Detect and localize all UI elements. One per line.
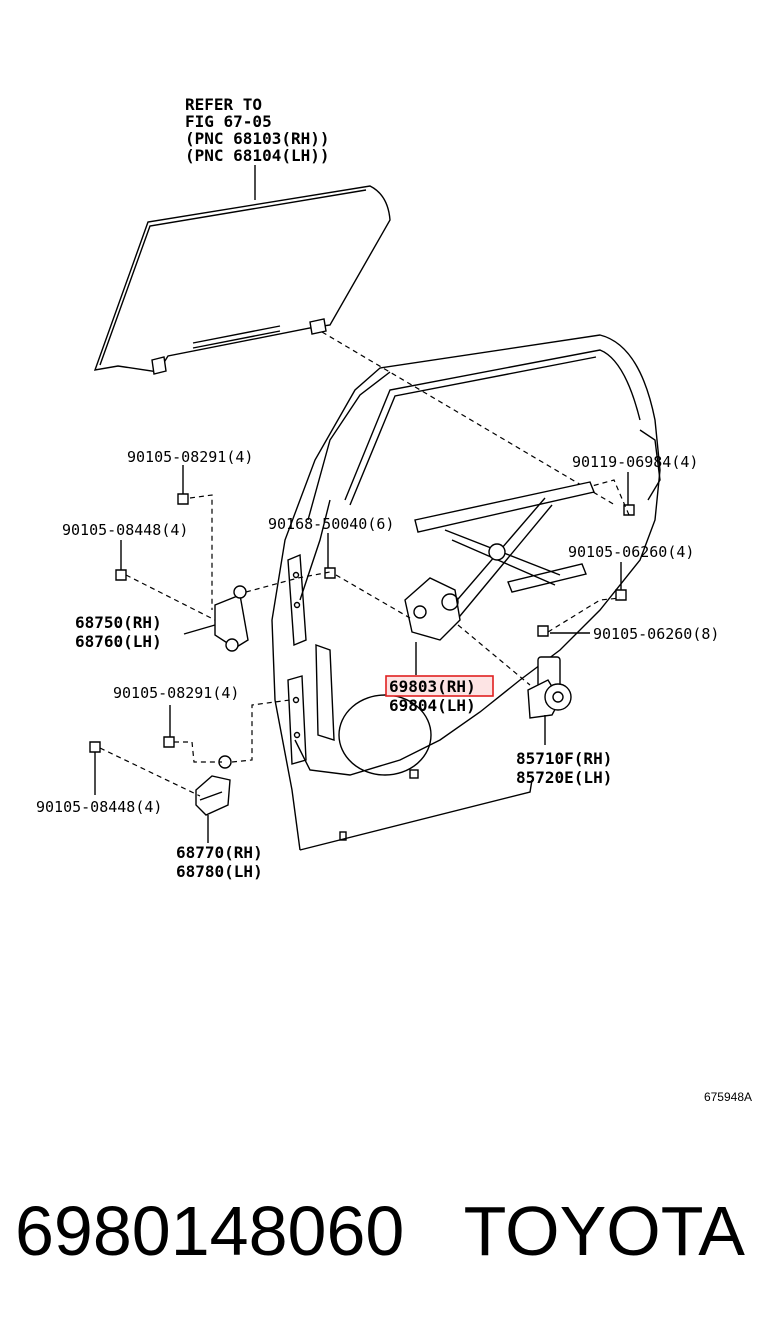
glass-guide-line xyxy=(321,331,616,506)
label-bolt-right-2: 90105-06260(8) xyxy=(593,625,719,643)
label-regulator-lh: 69804(LH) xyxy=(389,696,476,715)
window-regulator xyxy=(404,481,595,641)
refer-line-3: (PNC 68103(RH)) xyxy=(185,129,330,148)
footer-part-number: 6980148060 xyxy=(15,1192,404,1270)
solid-leaders xyxy=(94,465,629,843)
dashed-leaders xyxy=(99,479,630,797)
label-hinge-lower-lh: 68780(LH) xyxy=(176,862,263,881)
bolts xyxy=(89,493,635,753)
label-bolt-top-right: 90119-06984(4) xyxy=(572,453,698,471)
label-motor-rh: 85710F(RH) xyxy=(516,749,612,768)
figure-code: 675948A xyxy=(704,1090,752,1104)
label-hinge-upper-lh: 68760(LH) xyxy=(75,632,162,651)
footer-brand: TOYOTA xyxy=(464,1192,746,1270)
label-regulator-rh: 69803(RH) xyxy=(389,677,476,696)
refer-line-1: REFER TO xyxy=(185,95,262,114)
lower-hinge xyxy=(195,755,232,816)
label-motor-lh: 85720E(LH) xyxy=(516,768,612,787)
label-bolt-center: 90168-50040(6) xyxy=(268,515,394,533)
upper-hinge xyxy=(214,585,249,652)
label-bolt-left-2: 90105-08448(4) xyxy=(36,798,162,816)
door-frame xyxy=(271,334,661,851)
highlight-box xyxy=(385,675,494,697)
label-bolt-top-left: 90105-08291(4) xyxy=(127,448,253,466)
regulator-motor xyxy=(527,656,572,719)
refer-line-4: (PNC 68104(LH)) xyxy=(185,146,330,165)
label-bolt-mid-left: 90105-08291(4) xyxy=(113,684,239,702)
refer-line-2: FIG 67-05 xyxy=(185,112,272,131)
label-bolt-left-1: 90105-08448(4) xyxy=(62,521,188,539)
label-hinge-lower-rh: 68770(RH) xyxy=(176,843,263,862)
label-hinge-upper-rh: 68750(RH) xyxy=(75,613,162,632)
door-glass xyxy=(93,185,391,375)
label-bolt-right-1: 90105-06260(4) xyxy=(568,543,694,561)
